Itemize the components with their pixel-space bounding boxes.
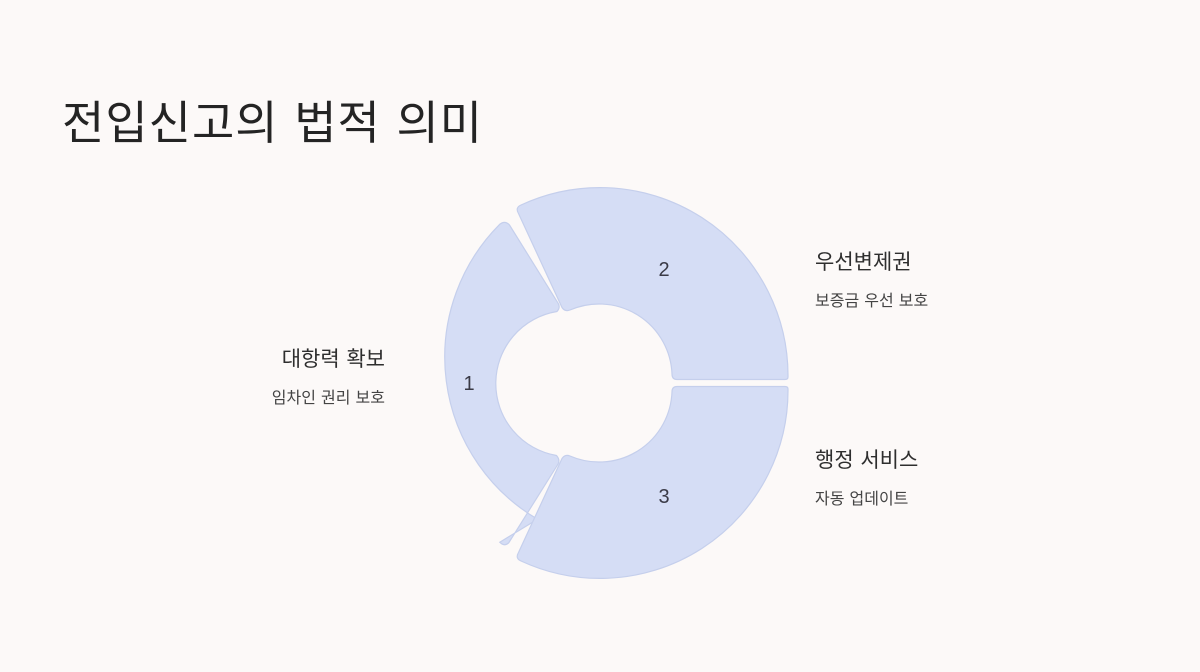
segment-1-number: 1 — [463, 373, 474, 395]
donut-segment-1[interactable] — [444, 221, 560, 546]
slide-title: 전입신고의 법적 의미 — [62, 96, 484, 150]
segment-3-label: 행정 서비스 자동 업데이트 — [815, 446, 918, 510]
donut-segment-3[interactable] — [516, 385, 789, 579]
segment-1-heading: 대항력 확보 — [281, 347, 385, 371]
segment-1-description: 임차인 권리 보호 — [271, 388, 385, 407]
segment-2-description: 보증금 우선 보호 — [815, 291, 929, 310]
segment-2-heading: 우선변제권 — [815, 250, 912, 274]
segment-3-number: 3 — [658, 486, 669, 508]
segment-2-number: 2 — [658, 259, 669, 281]
segment-1-label: 대항력 확보 임차인 권리 보호 — [272, 345, 385, 409]
segmented-donut-diagram: 1 2 3 — [444, 187, 789, 579]
segment-3-description: 자동 업데이트 — [815, 489, 909, 508]
segment-2-label: 우선변제권 보증금 우선 보호 — [815, 248, 928, 312]
segment-3-heading: 행정 서비스 — [815, 448, 919, 472]
donut-segment-2[interactable] — [516, 187, 789, 381]
